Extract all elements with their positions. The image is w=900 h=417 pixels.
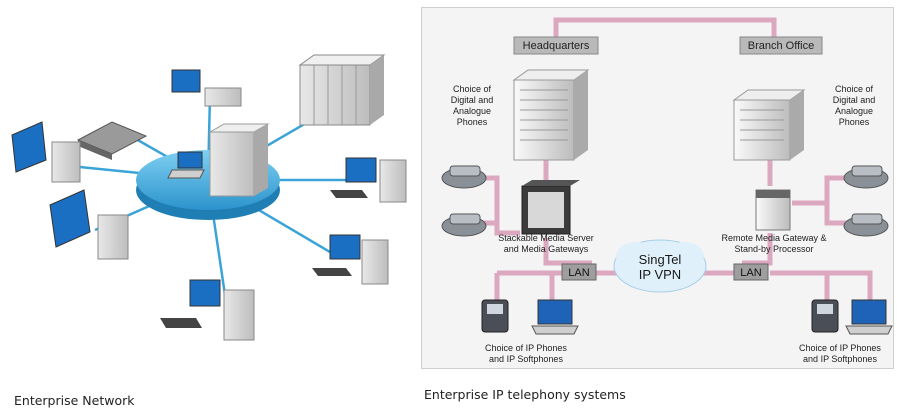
branch-label: Branch Office [748,40,814,52]
workstation-bottom-icon [160,279,255,341]
svg-text:Choice of: Choice of [453,84,492,94]
remote-gateway-text: Remote Media Gateway & Stand-by Processo… [721,233,826,254]
svg-text:Remote Media Gateway &: Remote Media Gateway & [721,233,826,243]
branch-phones-text: Choice of Digital and Analogue Phones [833,84,876,127]
scanner-icon [76,121,148,155]
right-caption: Enterprise IP telephony systems [424,387,626,402]
media-server-text: Stackable Media Server and Media Gateway… [498,233,594,254]
branch-label-box [739,36,823,55]
ip-phone-icon [811,299,839,333]
lan-right-box [733,263,769,281]
svg-text:Stand-by Processor: Stand-by Processor [734,244,813,254]
desk-phone-icon [843,165,889,189]
laptop-icon [177,151,203,169]
vpn-cloud-icon [613,239,707,293]
network-svg [11,54,407,341]
svg-text:Choice of IP Phones: Choice of IP Phones [799,343,881,353]
svg-text:and Media Gateways: and Media Gateways [504,244,589,254]
svg-text:Choice of IP Phones: Choice of IP Phones [485,343,567,353]
softphone-laptop-icon [531,299,579,335]
vpn-label-line1: SingTel [639,252,682,267]
workstation-lower-right-icon [312,234,389,285]
server-icon [209,131,255,197]
ip-phones-right-text: Choice of IP Phones and IP Softphones [799,343,881,364]
workstation-lower-left-icon [49,189,129,260]
server-side [254,124,268,196]
ip-phones-left-text: Choice of IP Phones and IP Softphones [485,343,567,364]
svg-text:Analogue: Analogue [835,106,873,116]
desktop-box-icon [204,87,242,107]
vpn-label-line2: IP VPN [639,267,681,282]
enterprise-network-illustration [0,40,415,375]
monitor-icon [171,69,201,93]
hq-building-icon [512,69,590,161]
svg-text:Phones: Phones [457,117,488,127]
svg-text:Choice of: Choice of [835,84,874,94]
lan-right-label: LAN [740,267,761,279]
svg-text:Phones: Phones [839,117,870,127]
ip-telephony-diagram: Headquarters Branch Office [421,7,894,369]
media-server-icon [521,180,580,235]
svg-text:Digital and: Digital and [451,95,494,105]
desk-phone-icon [441,213,487,237]
svg-text:and IP Softphones: and IP Softphones [489,354,563,364]
hq-label: Headquarters [523,40,590,52]
svg-text:and IP Softphones: and IP Softphones [803,354,877,364]
branch-building-icon [732,89,806,161]
lan-left-label: LAN [568,267,589,279]
hq-phones-text: Choice of Digital and Analogue Phones [451,84,494,127]
rack-servers-icon [298,54,386,126]
workstation-left-icon [11,121,81,183]
remote-gateway-icon [755,189,791,231]
desk-phone-icon [441,165,487,189]
left-caption: Enterprise Network [14,393,135,408]
softphone-laptop-icon [845,299,893,335]
svg-text:Stackable Media Server: Stackable Media Server [498,233,594,243]
svg-text:Digital and: Digital and [833,95,876,105]
workstation-right-icon [330,157,407,203]
ip-phone-icon [481,299,509,333]
telephony-svg: Headquarters Branch Office [441,17,893,364]
lan-left-box [561,263,597,281]
svg-text:Analogue: Analogue [453,106,491,116]
desk-phone-icon [843,213,889,237]
hq-label-box [513,36,599,55]
